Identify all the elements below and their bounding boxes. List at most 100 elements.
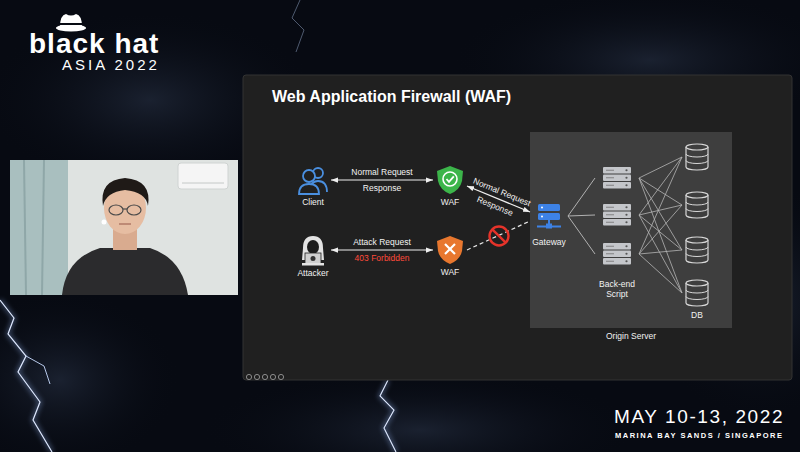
connector [331,179,433,180]
server-unit [603,204,631,211]
server-slot [606,261,614,262]
earbud [102,220,107,225]
presenter-shirt [62,248,188,295]
room-wall [10,160,238,295]
label-holder: ASIA 2022 [62,57,160,73]
database-node: DB [682,143,712,320]
webcam-picture [10,160,238,295]
node-label: Origin Server [606,331,656,341]
hat-band [60,23,82,25]
attacker-node: Attacker [295,234,331,278]
server-light [625,260,627,262]
gateway-link [548,220,550,224]
logo-subtitle: ASIA 2022 [62,57,160,73]
cross-mark [445,244,455,254]
gateway-icon [536,203,562,229]
connector [639,157,682,293]
client-node: Client [295,165,331,207]
server-light [625,206,627,208]
database-top [686,237,708,243]
cross-mark [445,244,455,254]
server-light [625,221,627,223]
lightning-bolt [0,300,52,452]
user-head [303,170,315,182]
node-label: WAF [441,197,460,207]
check-ring [443,172,457,186]
laptop-base [302,263,324,266]
lightning-branch [26,356,50,384]
client-icon [297,165,329,195]
database-band [686,161,708,164]
node-label: Attacker [297,268,328,278]
server-light [625,214,627,216]
curtain [10,160,68,295]
forbidden-status: 403 Forbidden [355,253,410,263]
slide-panel [243,75,792,380]
slide-toolbar [246,374,283,379]
connector [568,178,595,254]
wafok-icon [435,165,465,195]
origin-server-panel: GatewayBack-end ScriptDBOrigin Server [530,132,732,328]
lightning-bolt [292,0,304,52]
glasses-lens [109,205,123,215]
server-light [625,245,627,247]
server-unit [603,258,631,265]
gateway-unit [538,204,560,211]
toolbar-icon [270,374,275,379]
waf-shield [437,166,463,194]
label-holder: Response [363,183,401,193]
lightning-glow [0,300,52,452]
node-label: DB [691,310,703,320]
edge-label: Attack Request [353,237,411,247]
database-band [686,154,708,157]
label-holder: 403 Forbidden [355,253,410,263]
laptop-lid [305,253,321,264]
database-band [686,297,708,300]
gateway-light [541,216,543,218]
database-band [686,209,708,212]
label-holder: MARINA BAY SANDS / SINGAPORE [615,431,783,440]
server-slot [606,177,614,178]
servers-icon [602,167,632,265]
blocked-symbol [490,227,509,246]
server-slot [606,222,614,223]
server-unit [603,251,631,258]
toolbar-icon [246,374,251,379]
server-slot [606,170,614,171]
database-band [686,290,708,293]
server-light [625,184,627,186]
database-top [686,192,708,198]
database-band [686,202,708,205]
server-slot [606,246,614,247]
dbs-icon [684,143,710,306]
slide-title: Web Application Firewall (WAF) [272,87,511,107]
hat-crown [60,14,82,27]
glasses-bridge [123,208,127,209]
event-venue: MARINA BAY SANDS / SINGAPORE [615,431,783,440]
server-light [625,177,627,179]
toolbar-icon [262,374,267,379]
server-light [625,253,627,255]
logo-hat [56,14,86,32]
logo-wordmark: black hat [29,30,159,58]
node-label: WAF [441,267,460,277]
toolbar-icon [278,374,283,379]
title-holder: Web Application Firewall (WAF) [272,87,511,107]
node-label: Gateway [532,237,566,247]
edge-label-holder: Normal Request [351,167,412,177]
server-slot [606,253,614,254]
curtain-fold [24,160,26,295]
gateway-unit [538,213,560,220]
presenter-hair [102,178,148,206]
origin-server-fill [530,132,732,328]
server-slot [606,185,614,186]
gateway-port [546,224,552,229]
event-date: MAY 10-13, 2022 [614,406,784,428]
server-unit [603,243,631,250]
node-label: Client [302,197,324,207]
label-holder: MAY 10-13, 2022 [614,406,784,428]
blocked-slash [492,229,505,242]
database-band [686,247,708,250]
server-unit [603,182,631,189]
